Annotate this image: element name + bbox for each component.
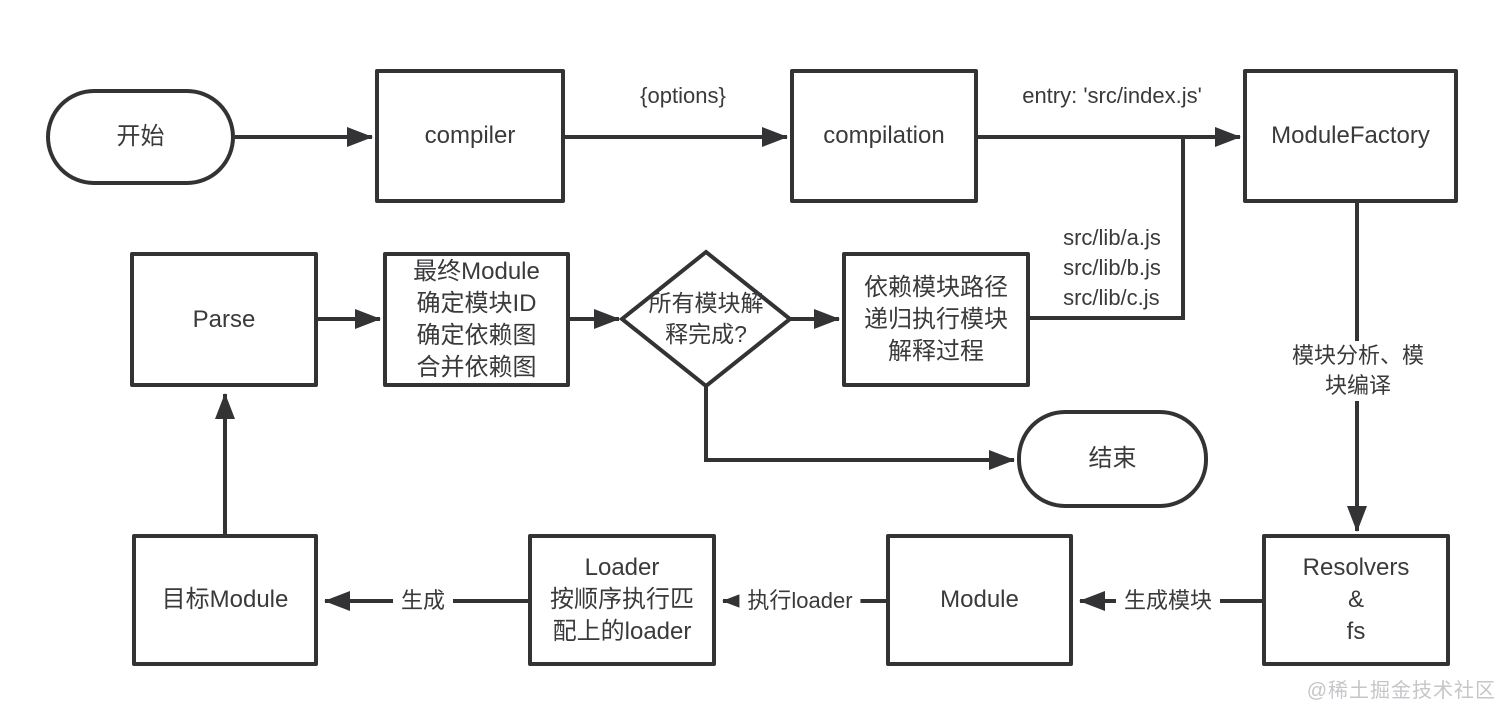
node-final-module-steps-label: 最终Module 确定模块ID 确定依赖图 合并依赖图 xyxy=(413,257,540,381)
node-resolvers-fs-label: Resolvers & fs xyxy=(1302,554,1410,645)
node-module-label: Module xyxy=(940,586,1019,613)
edge-label-exec-loader: 执行loader xyxy=(739,586,861,616)
node-parse: Parse xyxy=(130,252,318,387)
edge-label-entry: entry: 'src/index.js' xyxy=(1022,83,1202,108)
node-compilation: compilation xyxy=(790,69,978,203)
edge-label-src-libs: src/lib/a.js src/lib/b.js src/lib/c.js xyxy=(1063,225,1161,310)
node-compiler: compiler xyxy=(375,69,565,203)
node-resolvers-fs: Resolvers & fs xyxy=(1262,534,1450,666)
edge-label-generate: 生成 xyxy=(392,586,454,616)
node-loader-label: Loader 按顺序执行匹 配上的loader xyxy=(550,554,694,645)
node-parse-label: Parse xyxy=(192,305,256,333)
decision-diamond-shape xyxy=(618,249,794,389)
edge-label-options: {options} xyxy=(640,83,726,108)
node-target-module: 目标Module xyxy=(132,534,318,666)
node-module-factory-label: ModuleFactory xyxy=(1271,122,1430,149)
node-end: 结束 xyxy=(1017,410,1208,508)
node-dependency-steps: 依赖模块路径 递归执行模块 解释过程 xyxy=(842,252,1030,387)
node-decision-label: 所有模块解 释完成? xyxy=(648,290,764,347)
node-dependency-steps-label: 依赖模块路径 递归执行模块 解释过程 xyxy=(864,273,1008,365)
node-compilation-label: compilation xyxy=(823,122,945,149)
node-loader: Loader 按顺序执行匹 配上的loader xyxy=(528,534,716,666)
node-module-factory: ModuleFactory xyxy=(1243,69,1458,203)
node-target-module-label: 目标Module xyxy=(161,586,289,613)
edge-label-generate-module: 生成模块 xyxy=(1115,586,1221,616)
node-end-label: 结束 xyxy=(1088,445,1137,472)
node-start: 开始 xyxy=(46,89,235,185)
watermark: @稀土掘金技术社区 xyxy=(1306,680,1496,702)
edge-label-module-analysis: 模块分析、模块编译 xyxy=(1281,341,1435,401)
node-decision: 所有模块解 释完成? xyxy=(626,264,786,374)
node-module: Module xyxy=(886,534,1073,666)
node-final-module-steps: 最终Module 确定模块ID 确定依赖图 合并依赖图 xyxy=(383,252,570,387)
node-compiler-label: compiler xyxy=(424,122,516,149)
node-start-label: 开始 xyxy=(116,123,165,150)
